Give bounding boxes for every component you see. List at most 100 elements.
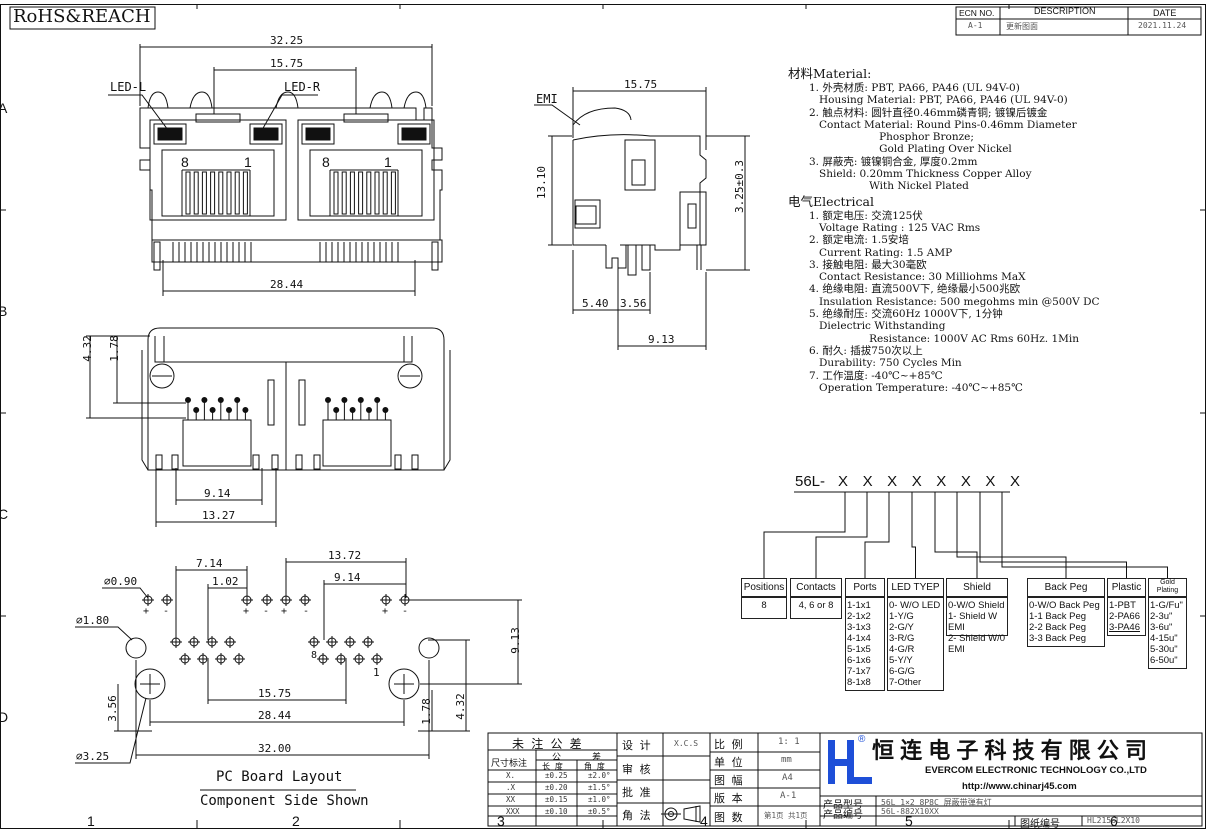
option-item: 0-W/O Shield	[948, 600, 1005, 611]
option-item: 2-1x2	[847, 611, 871, 622]
approval-angle: 角 法	[622, 809, 651, 822]
option-item: 2- Shield W/0 EMI	[948, 633, 1006, 655]
rohs-label: RoHS&REACH	[13, 6, 151, 27]
option-header: Ports	[845, 578, 885, 597]
option-item: 1-1x1	[847, 600, 871, 611]
pin-head	[382, 407, 389, 413]
spec-line: 3. 屏蔽壳: 镀镍铜合金, 厚度0.2mm	[809, 155, 978, 168]
pn-prefix: 56L-	[795, 473, 826, 490]
pcb-dim-1-02: 1.02	[212, 575, 239, 588]
pcb-caption: PC Board Layout	[216, 769, 343, 785]
tree-connector	[979, 492, 1127, 578]
option-item: 6-G/G	[889, 666, 915, 677]
pcb-plus: +	[243, 606, 250, 617]
spec-line: Operation Temperature: -40℃~+85℃	[809, 381, 1023, 394]
option-item: 8	[761, 600, 767, 611]
tree-connector	[934, 492, 978, 578]
option-header: Plastic	[1107, 578, 1146, 597]
pcb-minus: -	[402, 606, 409, 617]
option-item: 4, 6 or 8	[798, 600, 834, 611]
option-item: 3-6u"	[1150, 622, 1173, 633]
contact-slot	[382, 171, 388, 215]
side-dim-13-10: 13.10	[535, 165, 549, 200]
code-value: 56L-882X10XX	[881, 807, 939, 816]
dim-4-32: 4.32	[80, 335, 94, 362]
tol-len: 长 度	[542, 762, 563, 771]
company-url: http://www.chinarj45.com	[962, 781, 1077, 792]
pin-1-right: 1	[384, 154, 392, 170]
unit-label: 单 位	[714, 756, 743, 769]
pcb-d180: ⌀1.80	[76, 614, 110, 627]
spec-line: 6. 耐久: 插拔750次以上	[809, 344, 923, 357]
option-header: Contacts	[790, 578, 842, 597]
spec-line: 7. 工作温度: -40℃~+85℃	[809, 369, 943, 382]
rev-desc: 更新图面	[1006, 22, 1038, 31]
spec-line: 5. 绝缘耐压: 交流60Hz 1000V下, 1分钟	[809, 308, 1003, 321]
option-item: 8-1x8	[847, 677, 871, 688]
rev-ecn: A-1	[968, 21, 983, 30]
pcb-dim-13-72: 13.72	[328, 549, 362, 562]
approval-approve: 批 准	[622, 786, 651, 799]
pcb-dim-9-14: 9.14	[334, 571, 361, 584]
dim-1-78: 1.78	[107, 335, 121, 362]
spec-line: Contact Resistance: 30 Milliohms MaX	[809, 271, 1026, 284]
side-dim-9-13: 9.13	[648, 333, 675, 346]
drawing-value: HL2156L2X10	[1087, 816, 1140, 825]
pin-head	[333, 407, 340, 413]
tol-ang: 角 度	[584, 762, 605, 771]
tolerance-cell: ±0.15	[545, 795, 568, 804]
pcb-d090: ⌀0.90	[104, 575, 138, 588]
option-header: LED TYEP	[887, 578, 944, 597]
pcb-dim-28-44: 28.44	[258, 709, 292, 722]
tree-connector	[763, 492, 846, 578]
tolerance-cell: .X	[506, 783, 516, 792]
tolerance-cell: X.	[506, 771, 516, 780]
pcb-minus: -	[303, 606, 310, 617]
tolerance-cell: ±2.0°	[588, 771, 611, 780]
spec-line: Shield: 0.20mm Thickness Copper Alloy	[809, 168, 1032, 181]
rev-header-ecn: ECN NO.	[959, 8, 995, 18]
version-value: A-1	[780, 791, 797, 801]
option-header: Gold Plating	[1148, 578, 1187, 597]
tol-gong: 公	[552, 753, 562, 763]
pin-head	[185, 397, 191, 403]
option-values: 4, 6 or 8	[790, 597, 842, 619]
pcb-plus: +	[143, 606, 150, 617]
col-label: 4	[700, 813, 708, 829]
tolerance-cell: ±1.5°	[588, 783, 611, 792]
option-item: 7-Other	[889, 677, 922, 688]
registered-mark: ®	[858, 734, 866, 745]
contact-slot	[210, 171, 216, 215]
spec-line: Dielectric Withstanding	[809, 320, 946, 333]
tree-connector	[864, 492, 890, 578]
row-label: C	[0, 506, 9, 522]
tolerance-cell: XX	[506, 795, 516, 804]
spec-line: Current Rating: 1.5 AMP	[809, 246, 953, 259]
rev-header-desc: DESCRIPTION	[1034, 6, 1096, 16]
option-item: 2-G/Y	[889, 622, 914, 633]
pcb-dim-32-00: 32.00	[258, 742, 292, 755]
side-dim-3-25: 3.25±0.3	[732, 160, 746, 213]
option-item: 2-3u"	[1150, 611, 1173, 622]
led-l-label: LED-L	[110, 80, 147, 94]
contact-slot	[366, 171, 372, 215]
company-name-cn: 恒 连 电 子 科 技 有 限 公 司	[872, 738, 1148, 763]
pcb-minus: -	[163, 606, 170, 617]
tolerance-cell: ±0.20	[545, 783, 568, 792]
scale-value: 1: 1	[778, 737, 800, 747]
tree-connector	[911, 492, 916, 578]
row-label: D	[0, 709, 9, 725]
spec-line: Resistance: 1000V AC Rms 60Hz. 1Min	[809, 332, 1080, 345]
pcb-plus: +	[281, 606, 288, 617]
tree-connector	[815, 492, 868, 578]
option-item: 3-PA46	[1109, 622, 1140, 633]
approval-review: 审 核	[622, 763, 651, 776]
contact-slot	[185, 171, 191, 215]
spec-line: 2. 额定电流: 1.5安培	[809, 234, 909, 247]
pin-head	[234, 397, 241, 403]
dim-28-44: 28.44	[270, 278, 304, 291]
spec-block: 材料Material: 1. 外壳材质: PBT, PA66, PA46 (UL…	[788, 66, 1198, 394]
material-heading: 材料Material:	[788, 66, 872, 81]
contact-slot	[218, 171, 224, 215]
